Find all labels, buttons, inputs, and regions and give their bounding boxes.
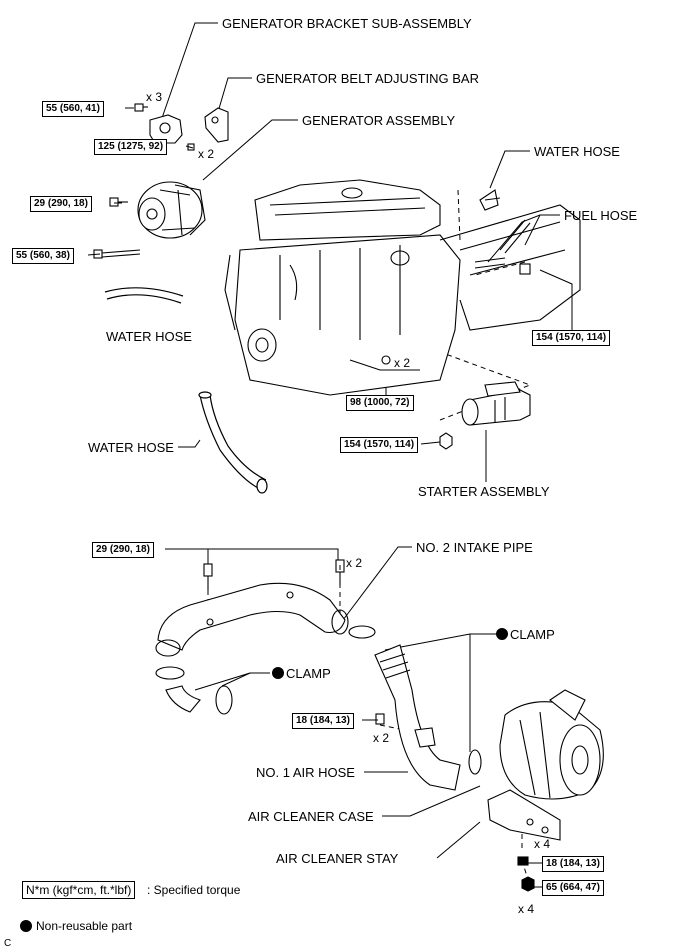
starter-drawing <box>439 381 531 450</box>
quantity-x4-stay: x 4 <box>534 837 551 851</box>
torque-55-560-41: 55 (560, 41) <box>42 101 104 117</box>
label-generator-bracket: GENERATOR BRACKET SUB-ASSEMBLY <box>222 16 472 31</box>
label-water-hose-left-2: WATER HOSE <box>88 440 174 455</box>
torque-154-1570-114-engine: 154 (1570, 114) <box>532 330 611 346</box>
torque-29-290-18-generator: 29 (290, 18) <box>30 196 92 212</box>
label-no2-intake-pipe: NO. 2 INTAKE PIPE <box>416 540 533 555</box>
air-cleaner-drawing <box>499 689 604 800</box>
engine-drawing <box>224 179 581 396</box>
water-hose-top-right <box>479 189 501 211</box>
label-starter-assembly: STARTER ASSEMBLY <box>418 484 550 499</box>
air-cleaner-stay-drawing <box>487 789 561 892</box>
nonreusable-dot-clamp-right <box>496 628 508 640</box>
label-no1-air-hose: NO. 1 AIR HOSE <box>256 765 355 780</box>
corner-letter: C <box>4 938 12 949</box>
leader-lines <box>87 22 573 888</box>
torque-18-184-13-hose: 18 (184, 13) <box>292 713 354 729</box>
label-clamp-right: CLAMP <box>510 627 555 642</box>
quantity-x2-intake: x 2 <box>346 556 363 570</box>
legend-nonreusable-dot <box>20 920 32 932</box>
legend-torque-text: : Specified torque <box>147 883 241 897</box>
label-air-cleaner-case: AIR CLEANER CASE <box>248 809 374 824</box>
torque-18-184-13-stay: 18 (184, 13) <box>542 856 604 872</box>
torque-98-1000-72: 98 (1000, 72) <box>346 395 414 411</box>
legend-torque-box: N*m (kgf*cm, ft.*lbf) <box>22 881 136 899</box>
legend-nonreusable-text: Non-reusable part <box>36 919 133 933</box>
water-hose-drawings <box>104 287 268 494</box>
quantity-x2-bar: x 2 <box>198 147 215 161</box>
torque-65-664-47: 65 (664, 47) <box>542 880 604 896</box>
quantity-x2-engine: x 2 <box>394 356 411 370</box>
torque-125-1275-92: 125 (1275, 92) <box>94 139 168 155</box>
air-hose-drawing <box>374 644 461 791</box>
generator-bracket-drawing <box>134 103 229 151</box>
label-air-cleaner-stay: AIR CLEANER STAY <box>276 851 399 866</box>
quantity-x2-hose: x 2 <box>373 731 390 745</box>
torque-29-290-18-intake: 29 (290, 18) <box>92 542 154 558</box>
quantity-x3-bracket: x 3 <box>146 90 163 104</box>
quantity-x4-nut: x 4 <box>518 902 535 916</box>
intake-pipe-drawing <box>155 559 349 657</box>
label-fuel-hose: FUEL HOSE <box>564 208 638 223</box>
label-water-hose-top-right: WATER HOSE <box>534 144 620 159</box>
label-generator-assembly: GENERATOR ASSEMBLY <box>302 113 456 128</box>
torque-154-1570-114-starter: 154 (1570, 114) <box>340 437 419 453</box>
label-clamp-left: CLAMP <box>286 666 331 681</box>
label-water-hose-left-1: WATER HOSE <box>106 329 192 344</box>
torque-55-560-38: 55 (560, 38) <box>12 248 74 264</box>
clamp-and-elbow-drawing <box>155 625 482 775</box>
label-generator-belt-bar: GENERATOR BELT ADJUSTING BAR <box>256 71 479 86</box>
nonreusable-dot-clamp-left <box>272 667 284 679</box>
generator-drawing <box>93 181 206 259</box>
